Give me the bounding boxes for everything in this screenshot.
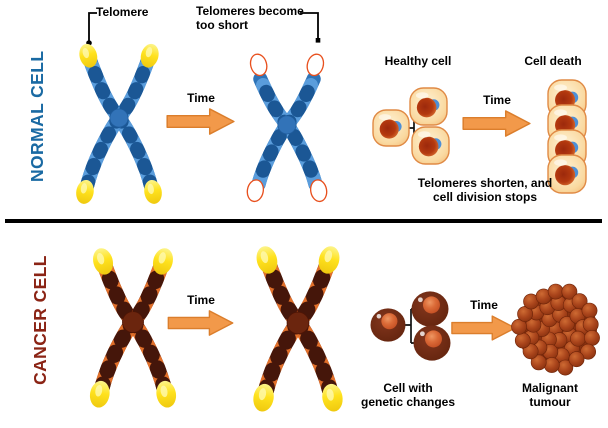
section-divider [5,219,602,223]
normal-chromosome-long-telomeres [76,43,162,204]
time-label: Time [470,298,498,312]
cancer-cell-section-label: CANCER CELL [30,255,50,385]
right-arrow-icon [451,314,516,341]
cancer-cell-division-illustration [370,291,451,361]
telomere-label: Telomere [96,5,149,19]
time-arrow-group-cancer-2: Time [450,298,518,342]
time-label: Time [187,293,215,307]
time-arrow-group-normal-1: Time [164,91,238,136]
malignant-tumour-illustration [511,283,600,376]
malignant-tumour-label: Malignant tumour [522,381,578,409]
cancer-chromosome-1 [89,248,177,408]
right-arrow-icon [166,107,235,135]
healthy-cell-division-illustration [372,87,450,165]
cell-death-label: Cell death [524,54,582,68]
time-label: Time [187,91,215,105]
too-short-pointer-line [300,12,321,43]
time-arrow-group-cancer-1: Time [164,293,238,337]
cell-death-stack-illustration [547,79,587,194]
normal-cell-section-label: NORMAL CELL [27,50,47,182]
cancer-chromosome-2 [253,246,343,412]
right-arrow-icon [462,109,531,137]
cell-genetic-changes-label: Cell with genetic changes [360,381,456,409]
normal-caption: Telomeres shorten, and cell division sto… [417,176,553,204]
telomeres-too-short-label: Telomeres become too short [196,4,304,32]
healthy-cell-label: Healthy cell [384,54,452,68]
time-arrow-group-normal-2: Time [461,93,533,138]
normal-chromosome-short-telomeres [246,53,328,203]
time-label: Time [483,93,511,107]
right-arrow-icon [167,309,234,336]
